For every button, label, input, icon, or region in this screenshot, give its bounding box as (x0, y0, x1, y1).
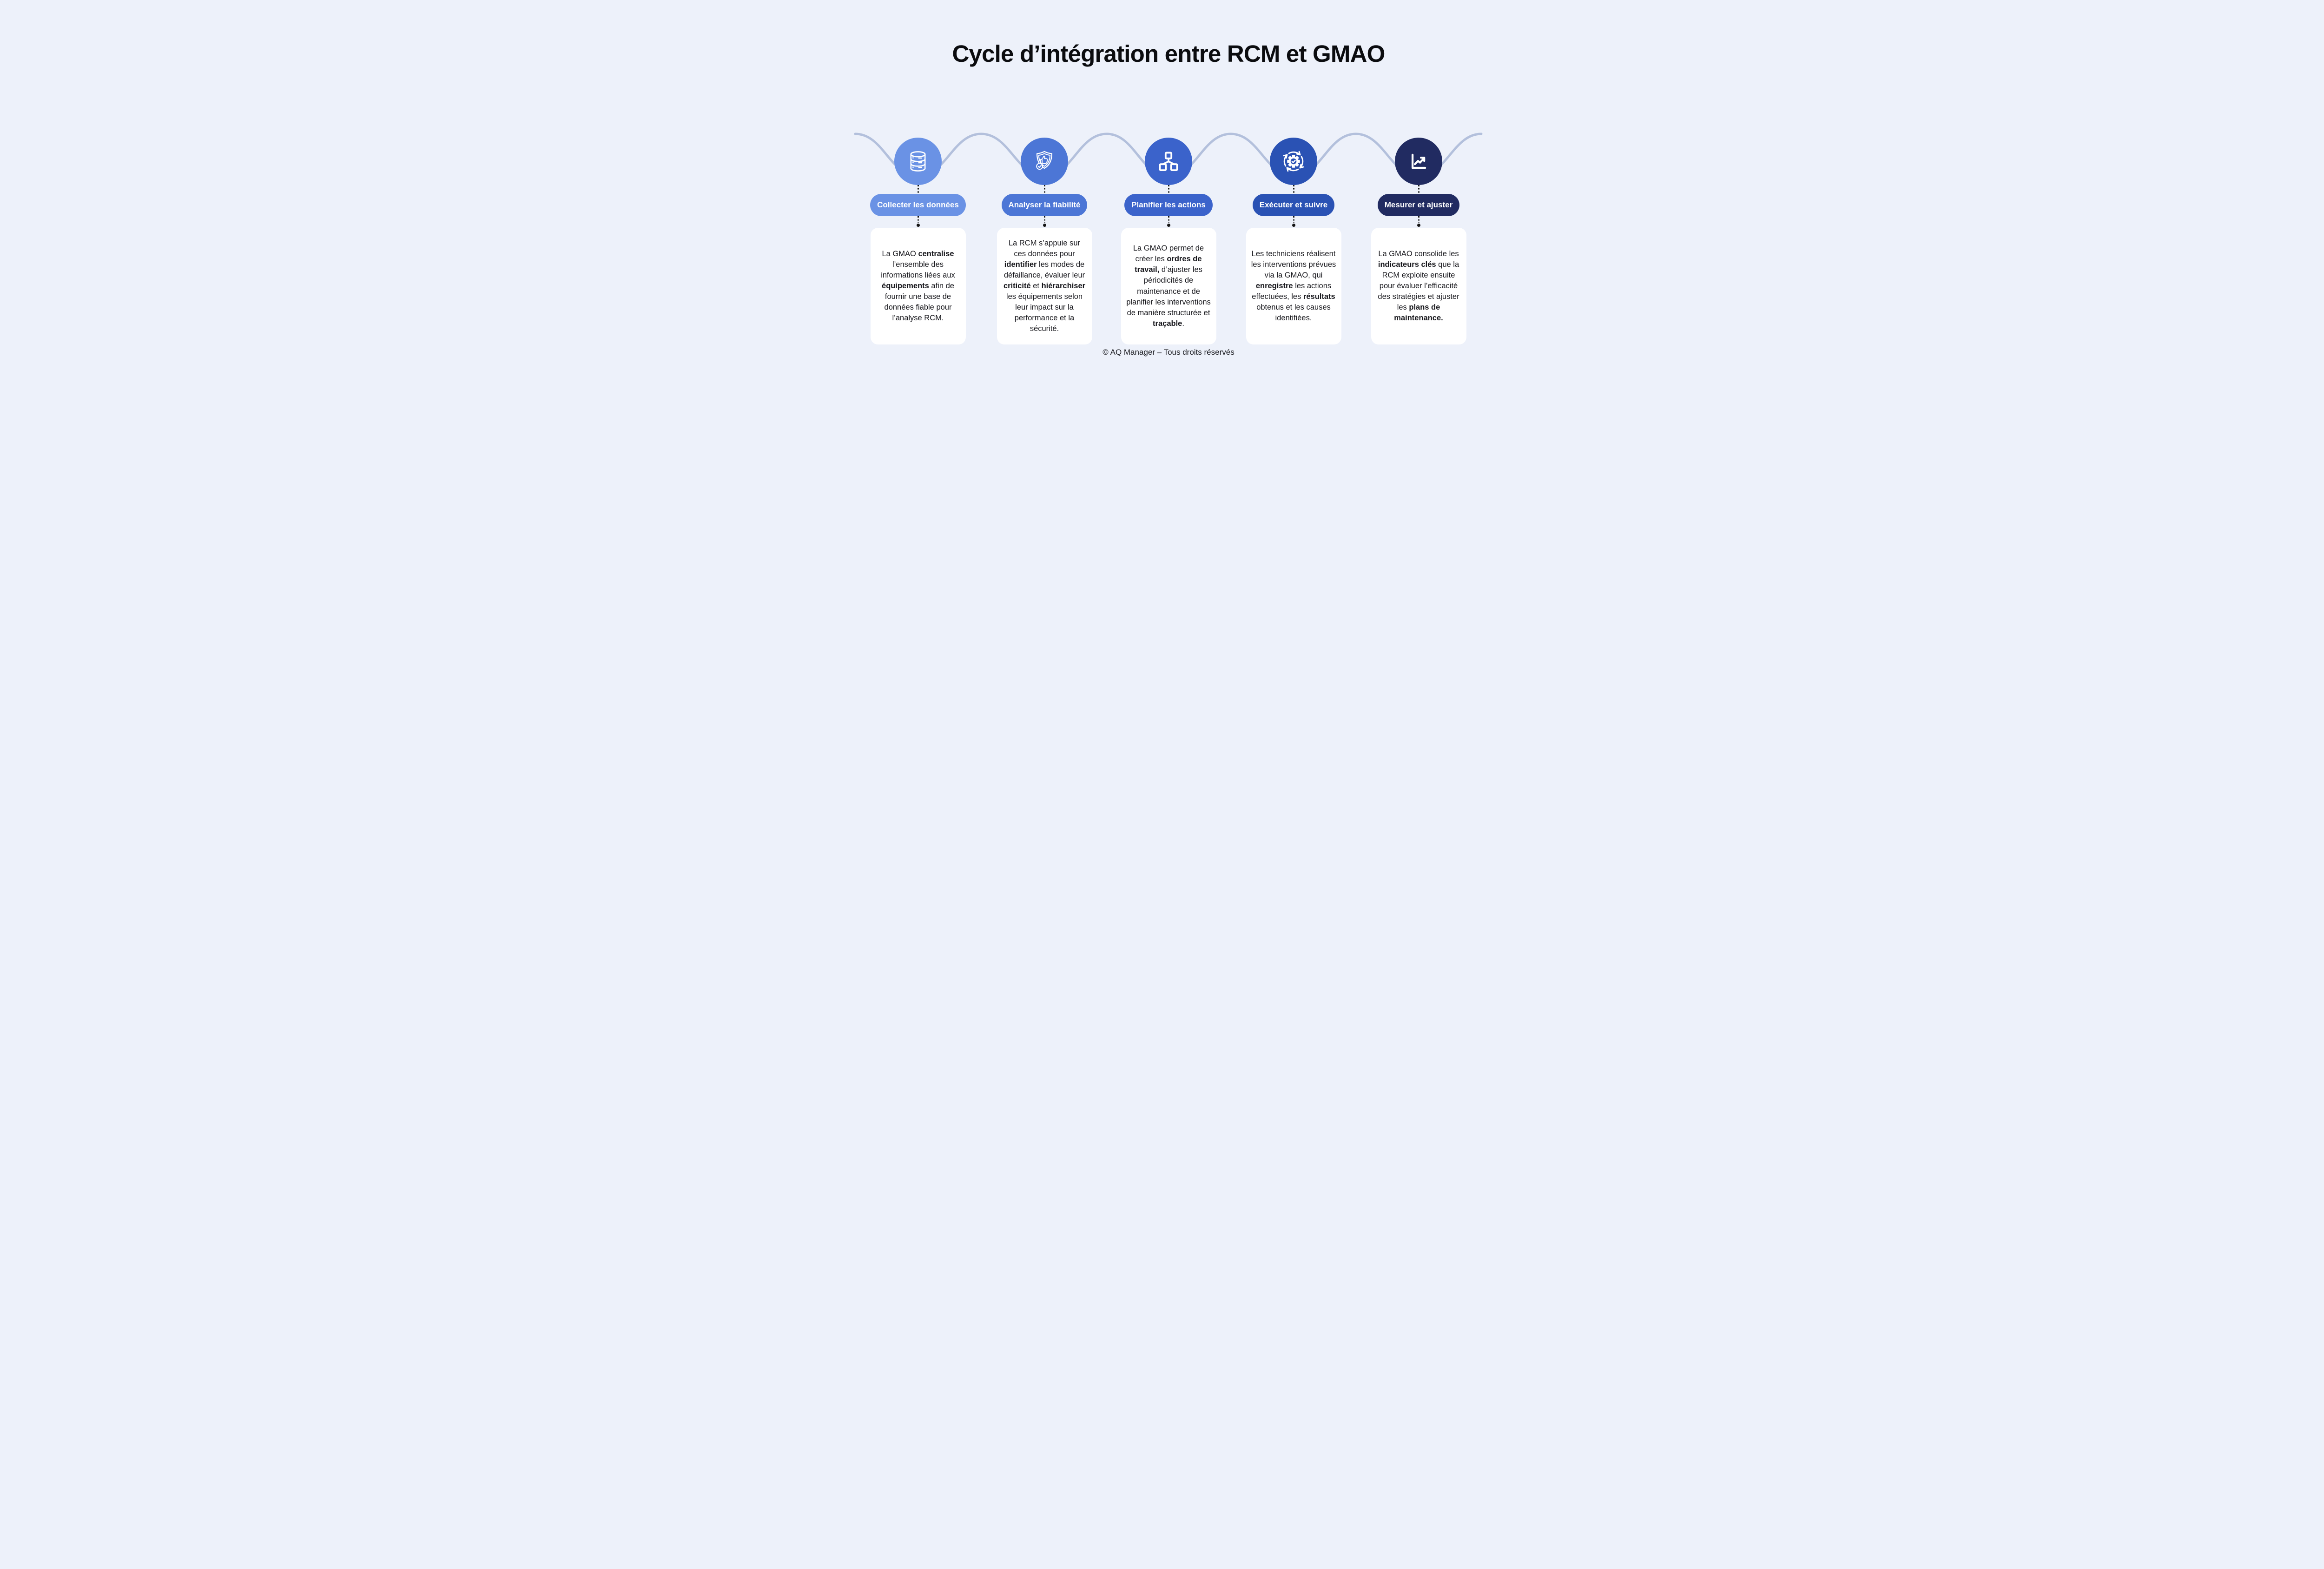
step-description: La GMAO centralise l’ensemble des inform… (881, 249, 955, 323)
step-description: La GMAO consolide les indicateurs clés q… (1378, 249, 1459, 323)
connector-dot (1417, 224, 1420, 227)
step-pill-label: Analyser la fiabilité (1008, 200, 1081, 209)
step-description: La GMAO permet de créer les ordres de tr… (1126, 244, 1211, 328)
step-card: La RCM s’appuie sur ces données pour ide… (997, 228, 1092, 344)
step-description: Les techniciens réalisent les interventi… (1251, 249, 1336, 323)
dotted-connector (1293, 185, 1294, 194)
step-column-planifier: Planifier les actions La GMAO permet de … (1121, 138, 1216, 344)
dotted-connector (1168, 185, 1169, 194)
step-icon-circle (1270, 138, 1317, 185)
step-card: La GMAO consolide les indicateurs clés q… (1371, 228, 1466, 344)
step-pill: Analyser la fiabilité (1001, 194, 1088, 216)
dotted-connector (1293, 216, 1294, 223)
dotted-connector (917, 216, 919, 223)
step-column-mesurer: Mesurer et ajuster La GMAO consolide les… (1371, 138, 1466, 344)
connector-dot (1043, 224, 1046, 227)
step-pill: Exécuter et suivre (1252, 194, 1335, 216)
connector-dot (1292, 224, 1295, 227)
step-pill-label: Mesurer et ajuster (1384, 200, 1453, 209)
step-pill: Mesurer et ajuster (1377, 194, 1460, 216)
step-pill-label: Exécuter et suivre (1259, 200, 1328, 209)
step-card: Les techniciens réalisent les interventi… (1246, 228, 1341, 344)
step-pill-label: Collecter les données (877, 200, 959, 209)
line-chart-icon (1411, 153, 1426, 169)
dotted-connector (1418, 216, 1419, 223)
step-column-executer: Exécuter et suivre Les techniciens réali… (1246, 138, 1341, 344)
connector-dot (916, 224, 920, 227)
step-description: La RCM s’appuie sur ces données pour ide… (1003, 238, 1086, 333)
step-icon-circle (894, 138, 942, 185)
step-icon-circle (1395, 138, 1442, 185)
shield-thumbs-up-icon (1036, 151, 1053, 170)
footer-copyright: © AQ Manager – Tous droits réservés (1103, 348, 1235, 357)
database-icon (910, 151, 926, 172)
gear-cycle-icon (1283, 151, 1304, 172)
step-column-collecter: Collecter les données La GMAO centralise… (870, 138, 966, 344)
step-card: La GMAO permet de créer les ordres de tr… (1121, 228, 1216, 344)
dotted-connector (917, 185, 919, 194)
connector-dot (1167, 224, 1170, 227)
step-pill-label: Planifier les actions (1131, 200, 1206, 209)
page-title: Cycle d’intégration entre RCM et GMAO (952, 40, 1385, 67)
hierarchy-icon (1159, 152, 1178, 172)
dotted-connector (1043, 185, 1045, 194)
step-icon-circle (1021, 138, 1068, 185)
step-column-analyser: Analyser la fiabilité La RCM s’appuie su… (997, 138, 1092, 344)
step-card: La GMAO centralise l’ensemble des inform… (870, 228, 966, 344)
step-pill: Collecter les données (870, 194, 966, 216)
step-icon-circle (1145, 138, 1192, 185)
dotted-connector (1168, 216, 1169, 223)
dotted-connector (1418, 185, 1419, 194)
dotted-connector (1043, 216, 1045, 223)
infographic-canvas: Cycle d’intégration entre RCM et GMAO (813, 0, 1511, 392)
step-pill: Planifier les actions (1124, 194, 1213, 216)
